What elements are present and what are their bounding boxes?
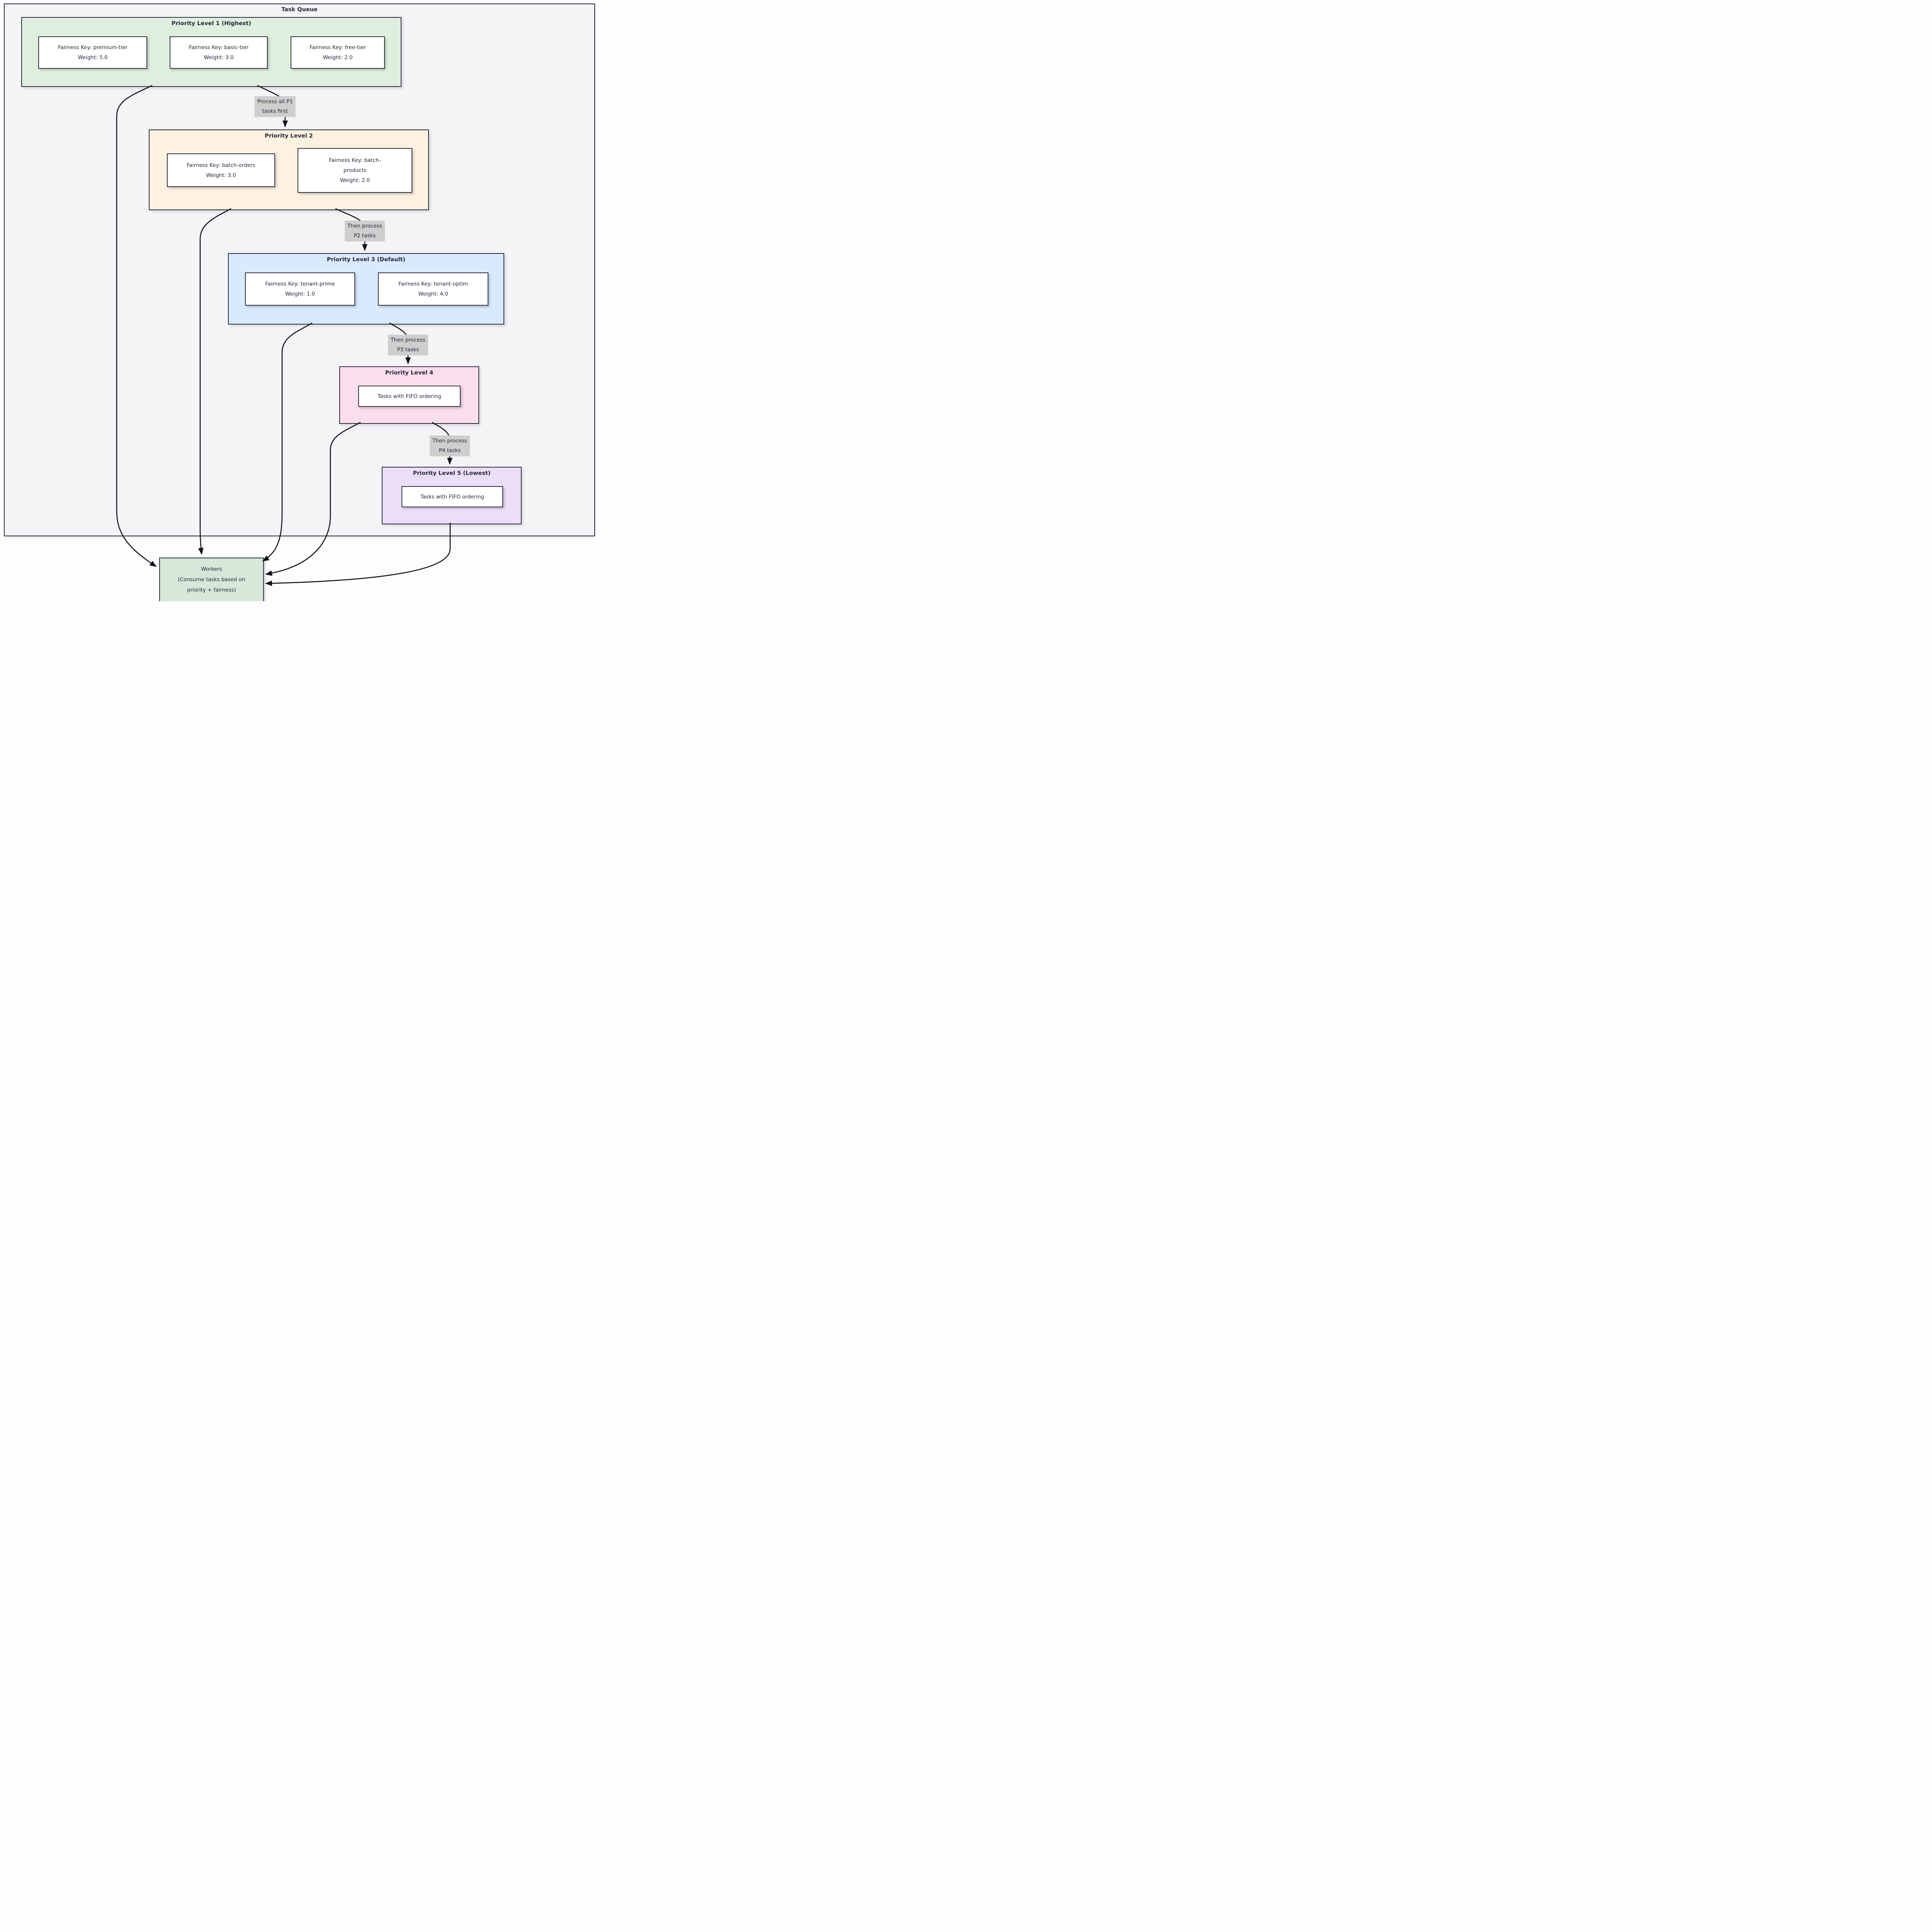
node-tenant-optim-line1: Fairness Key: tenant-optim bbox=[398, 281, 468, 287]
node-batch-products-line2: products bbox=[344, 167, 366, 173]
node-p5-fifo: Tasks with FIFO ordering bbox=[401, 486, 503, 507]
node-workers-line3: priority + fairness) bbox=[187, 587, 236, 593]
task-queue-title: Task Queue bbox=[281, 7, 318, 13]
node-premium-tier-line2: Weight: 5.0 bbox=[78, 54, 108, 61]
node-tenant-prime-line2: Weight: 1.0 bbox=[285, 291, 315, 297]
edge-label-process-p3: Then process P3 tasks bbox=[388, 335, 428, 355]
node-tenant-prime-line1: Fairness Key: tenant-prime bbox=[265, 281, 335, 287]
cluster-priority-3-title: Priority Level 3 (Default) bbox=[327, 257, 406, 263]
node-premium-tier: Fairness Key: premium-tier Weight: 5.0 bbox=[38, 36, 147, 69]
node-tenant-optim: Fairness Key: tenant-optim Weight: 4.0 bbox=[378, 272, 488, 306]
node-p4-fifo: Tasks with FIFO ordering bbox=[358, 386, 461, 407]
node-free-tier-line1: Fairness Key: free-tier bbox=[310, 44, 366, 51]
node-workers: Workers (Consume tasks based on priority… bbox=[159, 558, 264, 601]
cluster-priority-2: Priority Level 2 Fairness Key: batch-ord… bbox=[149, 129, 429, 210]
node-premium-tier-line1: Fairness Key: premium-tier bbox=[58, 44, 128, 51]
edge-label-process-p2: Then process P2 tasks bbox=[345, 221, 385, 242]
edge-label-process-p1-line1: Process all P1 bbox=[257, 99, 293, 105]
cluster-priority-1-title: Priority Level 1 (Highest) bbox=[171, 20, 252, 27]
edge-label-process-p4-line2: P4 tasks bbox=[439, 447, 461, 454]
node-basic-tier: Fairness Key: basic-tier Weight: 3.0 bbox=[170, 36, 268, 69]
node-workers-line1: Workers bbox=[201, 566, 222, 572]
node-free-tier-line2: Weight: 2.0 bbox=[323, 54, 353, 61]
cluster-priority-2-title: Priority Level 2 bbox=[265, 133, 313, 139]
node-tenant-optim-line2: Weight: 4.0 bbox=[418, 291, 448, 297]
edge-label-process-p1-line2: tasks first bbox=[262, 108, 288, 114]
node-batch-orders-line2: Weight: 3.0 bbox=[206, 172, 236, 179]
cluster-priority-5: Priority Level 5 (Lowest) Tasks with FIF… bbox=[382, 467, 522, 524]
cluster-priority-3: Priority Level 3 (Default) Fairness Key:… bbox=[228, 253, 504, 325]
node-batch-orders-line1: Fairness Key: batch-orders bbox=[187, 162, 255, 168]
edge-label-process-p3-line1: Then process bbox=[391, 337, 425, 343]
cluster-priority-1: Priority Level 1 (Highest) Fairness Key:… bbox=[21, 17, 401, 87]
node-tenant-prime: Fairness Key: tenant-prime Weight: 1.0 bbox=[245, 272, 355, 306]
node-batch-products-line1: Fairness Key: batch- bbox=[329, 157, 381, 163]
node-batch-products-line3: Weight: 2.0 bbox=[340, 177, 370, 184]
edge-label-process-p4: Then process P4 tasks bbox=[430, 435, 470, 456]
node-basic-tier-line2: Weight: 3.0 bbox=[204, 54, 234, 61]
cluster-priority-4-title: Priority Level 4 bbox=[385, 370, 434, 376]
edge-label-process-p2-line1: Then process bbox=[347, 223, 382, 229]
edge-label-process-p3-line2: P3 tasks bbox=[397, 347, 419, 353]
node-basic-tier-line1: Fairness Key: basic-tier bbox=[189, 44, 249, 51]
edge-label-process-p1: Process all P1 tasks first bbox=[254, 96, 296, 117]
flowchart-canvas: Task Queue Priority Level 1 (Highest) Fa… bbox=[0, 0, 596, 601]
node-free-tier: Fairness Key: free-tier Weight: 2.0 bbox=[291, 36, 385, 69]
node-workers-line2: (Consume tasks based on bbox=[178, 577, 245, 583]
node-p4-fifo-line1: Tasks with FIFO ordering bbox=[378, 393, 441, 400]
edge-label-process-p4-line1: Then process bbox=[432, 438, 467, 444]
cluster-priority-4: Priority Level 4 Tasks with FIFO orderin… bbox=[339, 366, 479, 424]
node-batch-orders: Fairness Key: batch-orders Weight: 3.0 bbox=[167, 153, 275, 187]
node-batch-products: Fairness Key: batch- products Weight: 2.… bbox=[298, 148, 412, 193]
node-p5-fifo-line1: Tasks with FIFO ordering bbox=[420, 493, 484, 500]
edge-label-process-p2-line2: P2 tasks bbox=[354, 233, 376, 239]
cluster-priority-5-title: Priority Level 5 (Lowest) bbox=[413, 470, 491, 476]
